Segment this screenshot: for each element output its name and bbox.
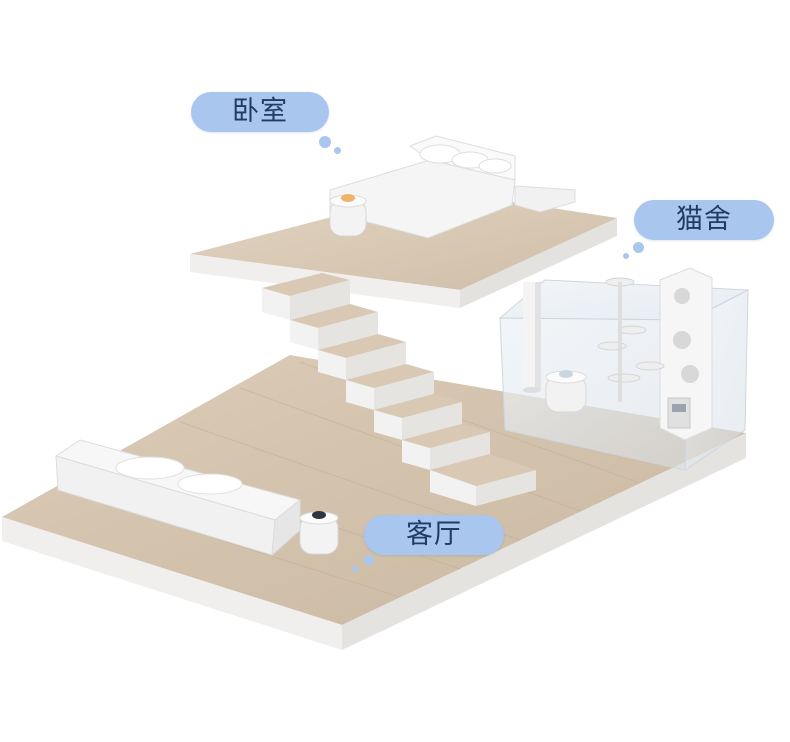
staircase — [262, 273, 536, 506]
sofa — [54, 439, 302, 557]
support-pillar — [523, 282, 541, 393]
label-bubble-bedroom: 卧室 — [191, 92, 329, 132]
label-cat-house: 猫舍 — [676, 204, 732, 235]
air-purifier-living-room — [299, 511, 339, 555]
cat-shelves — [597, 277, 665, 402]
air-purifier-cat-room — [545, 370, 587, 413]
bubble-tail-dot — [319, 136, 331, 148]
bubble-tail-dot — [334, 147, 341, 154]
label-bubble-cat-house: 猫舍 — [634, 200, 774, 240]
bubble-tail-dot — [623, 253, 629, 259]
bubble-tail-dot — [364, 555, 374, 565]
bubble-tail-dot — [352, 566, 358, 572]
label-bedroom: 卧室 — [232, 96, 288, 127]
bubble-tail-dot — [633, 242, 644, 253]
label-living-room: 客厅 — [406, 519, 462, 550]
label-bubble-living-room: 客厅 — [364, 515, 504, 555]
cat-tree-tower — [659, 267, 713, 441]
bed — [329, 135, 576, 239]
air-purifier-bedroom — [329, 194, 367, 237]
